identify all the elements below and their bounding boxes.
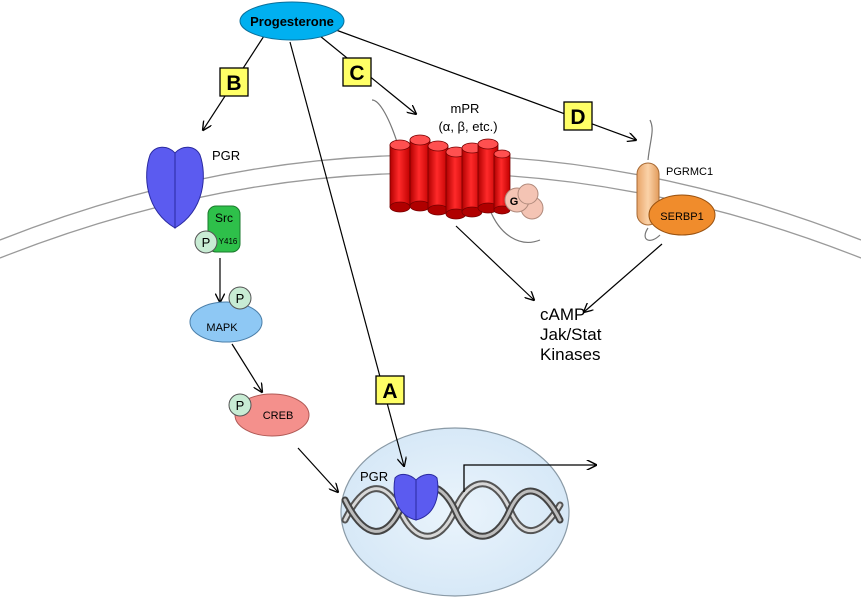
pgrmc1-label: PGRMC1 <box>666 166 713 178</box>
pathway-box-b: B <box>219 67 249 97</box>
src-site-label: Y416 <box>219 237 238 246</box>
svg-text:P: P <box>236 398 245 413</box>
serbp1: SERBP1 <box>648 194 716 236</box>
phospho-src <box>194 230 218 254</box>
pathway-box-a: A <box>375 375 405 405</box>
creb: CREB P <box>228 343 338 492</box>
src-label: Src <box>215 211 233 225</box>
membrane-pgr: PGR <box>146 146 240 229</box>
membrane-pgr-shape <box>146 146 204 229</box>
svg-text:C: C <box>349 62 364 85</box>
mapk: MAPK P <box>189 258 263 343</box>
output-kinases: Kinases <box>540 345 600 364</box>
output-camp: cAMP <box>540 305 585 324</box>
phospho-creb <box>228 393 252 417</box>
svg-text:B: B <box>226 72 241 95</box>
membrane-pgr-label: PGR <box>212 148 240 163</box>
progesterone-label: Progesterone <box>250 14 334 29</box>
svg-text:P: P <box>202 235 211 250</box>
transcription-arrow <box>463 465 596 492</box>
mapk-label: MAPK <box>206 322 238 334</box>
serbp1-ellipse <box>648 194 716 236</box>
mpr-label-line2: (α, β, etc.) <box>438 119 497 134</box>
svg-text:A: A <box>382 380 397 403</box>
mpr-receptor: mPR (α, β, etc.) <box>371 99 541 243</box>
svg-text:P: P <box>236 291 245 306</box>
phospho-mapk <box>228 286 252 310</box>
svg-text:D: D <box>570 106 585 129</box>
dna-helix <box>341 480 564 540</box>
g-protein-label: G <box>510 196 519 208</box>
output-arrows <box>455 225 663 312</box>
nuclear-pgr-label: PGR <box>360 469 388 484</box>
nuclear-pgr-shape <box>393 473 439 521</box>
g-protein: G <box>504 183 544 220</box>
pathway-box-d: D <box>563 101 593 131</box>
mapk-ellipse <box>189 301 263 343</box>
mpr-helices <box>389 134 511 220</box>
output-jakstat: Jak/Stat <box>540 325 602 344</box>
src-kinase: Src Y416 P <box>194 205 241 254</box>
mpr-label-line1: mPR <box>451 101 480 116</box>
pathway-box-c: C <box>342 57 372 87</box>
downstream-outputs: cAMP Jak/Stat Kinases <box>540 305 602 364</box>
nuclear-pgr: PGR <box>360 469 439 521</box>
creb-label: CREB <box>263 410 294 422</box>
serbp1-label: SERBP1 <box>660 211 703 223</box>
progesterone-ellipse <box>239 1 345 41</box>
progesterone: Progesterone <box>239 1 345 41</box>
